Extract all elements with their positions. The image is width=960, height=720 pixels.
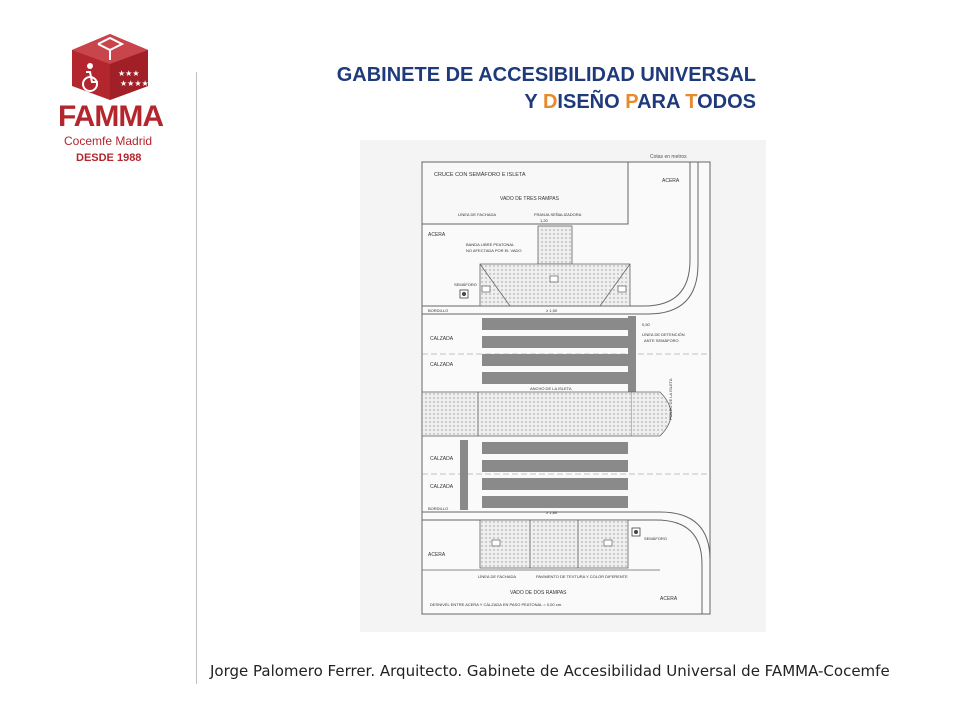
label-bordillo-bottom: BORDILLO <box>428 506 448 511</box>
label-vado-tres: VADO DE TRES RAMPAS <box>500 196 560 202</box>
title-accent-letter: D <box>542 91 558 113</box>
label-bordillo-top: BORDILLO <box>428 308 448 313</box>
title-line-2: Y DISEÑO PARA TODOS <box>337 89 756 116</box>
label-banda-2: NO AFECTADA POR EL VADO <box>466 248 522 253</box>
label-linea-fachada-top: LÍNEA DE FACHADA <box>458 212 496 217</box>
plan-title: CRUCE CON SEMÁFORO E ISLETA <box>434 171 526 178</box>
note-units: Cotas en metros <box>650 154 687 160</box>
title-line-1: GABINETE DE ACCESIBILIDAD UNIVERSAL <box>336 64 756 86</box>
logo-brand: FAMMA <box>58 100 164 133</box>
label-linea-detencion: LÍNEA DE DETENCIÓN <box>642 332 685 337</box>
title-accent-letter: T <box>685 91 698 113</box>
label-semaforo-bottom: SEMÁFORO <box>644 536 667 541</box>
label-ante-semaforo: ANTE SEMÁFORO <box>644 338 679 343</box>
label-linea-fachada-bottom: LÍNEA DE FACHADA <box>478 574 516 579</box>
title-text-segment: ARA <box>637 91 686 113</box>
label-calzada-2: CALZADA <box>430 362 454 368</box>
famma-cube-icon: ★★★ ★★★★ <box>72 34 149 100</box>
dim-050: 0,50 <box>642 322 651 327</box>
caption: Jorge Palomero Ferrer. Arquitecto. Gabin… <box>210 662 890 680</box>
svg-text:★★★★: ★★★★ <box>120 79 149 88</box>
label-ancho-isleta: ANCHO DE LA ISLETA <box>530 386 572 391</box>
label-banda: BANDA LIBRE PEATONAL <box>466 242 515 247</box>
vertical-divider <box>196 72 197 684</box>
page-title: GABINETE DE ACCESIBILIDAD UNIVERSAL Y DI… <box>337 62 756 116</box>
label-pavimento: PAVIMENTO DE TEXTURA Y COLOR DIFERENTE <box>536 574 628 579</box>
plan-svg: Cotas en metros CRUCE CON SEMÁFORO E ISL… <box>360 140 766 632</box>
label-semaforo-top: SEMÁFORO <box>454 282 477 287</box>
title-accent-letter: P <box>625 91 638 113</box>
logo-since: DESDE 1988 <box>76 152 142 164</box>
title-text-segment: ISEÑO <box>557 91 626 113</box>
label-calzada-4: CALZADA <box>430 484 454 490</box>
label-acera-top-right: ACERA <box>662 178 680 184</box>
label-acera-bottom-right: ACERA <box>660 596 678 602</box>
title-text-segment: ODOS <box>697 91 756 113</box>
label-vado-dos: VADO DE DOS RAMPAS <box>510 590 567 596</box>
dim-franja: 1,20 <box>540 218 549 223</box>
dim-150-top: ≥ 1,50 <box>546 308 558 313</box>
label-acera-top-left: ACERA <box>428 232 446 238</box>
label-calzada-3: CALZADA <box>430 456 454 462</box>
title-text-segment: Y <box>524 91 543 113</box>
label-calzada-1: CALZADA <box>430 336 454 342</box>
crossing-plan-drawing: Cotas en metros CRUCE CON SEMÁFORO E ISL… <box>360 140 766 632</box>
label-fondo-isleta: FONDO DE LA ISLETA <box>668 378 673 420</box>
logo-subtitle: Cocemfe Madrid <box>64 134 153 148</box>
label-franja: FRANJA SEÑALIZADORA <box>534 212 582 217</box>
famma-logo: ★★★ ★★★★ FAMMA Cocemfe Madrid DESDE 1988 <box>50 30 170 170</box>
dim-180: ≥ 1,80 <box>546 510 558 515</box>
svg-text:★★★: ★★★ <box>118 69 140 78</box>
label-desnivel: DESNIVEL ENTRE ACERA Y CALZADA EN PASO P… <box>430 602 562 607</box>
label-acera-bottom-left: ACERA <box>428 552 446 558</box>
